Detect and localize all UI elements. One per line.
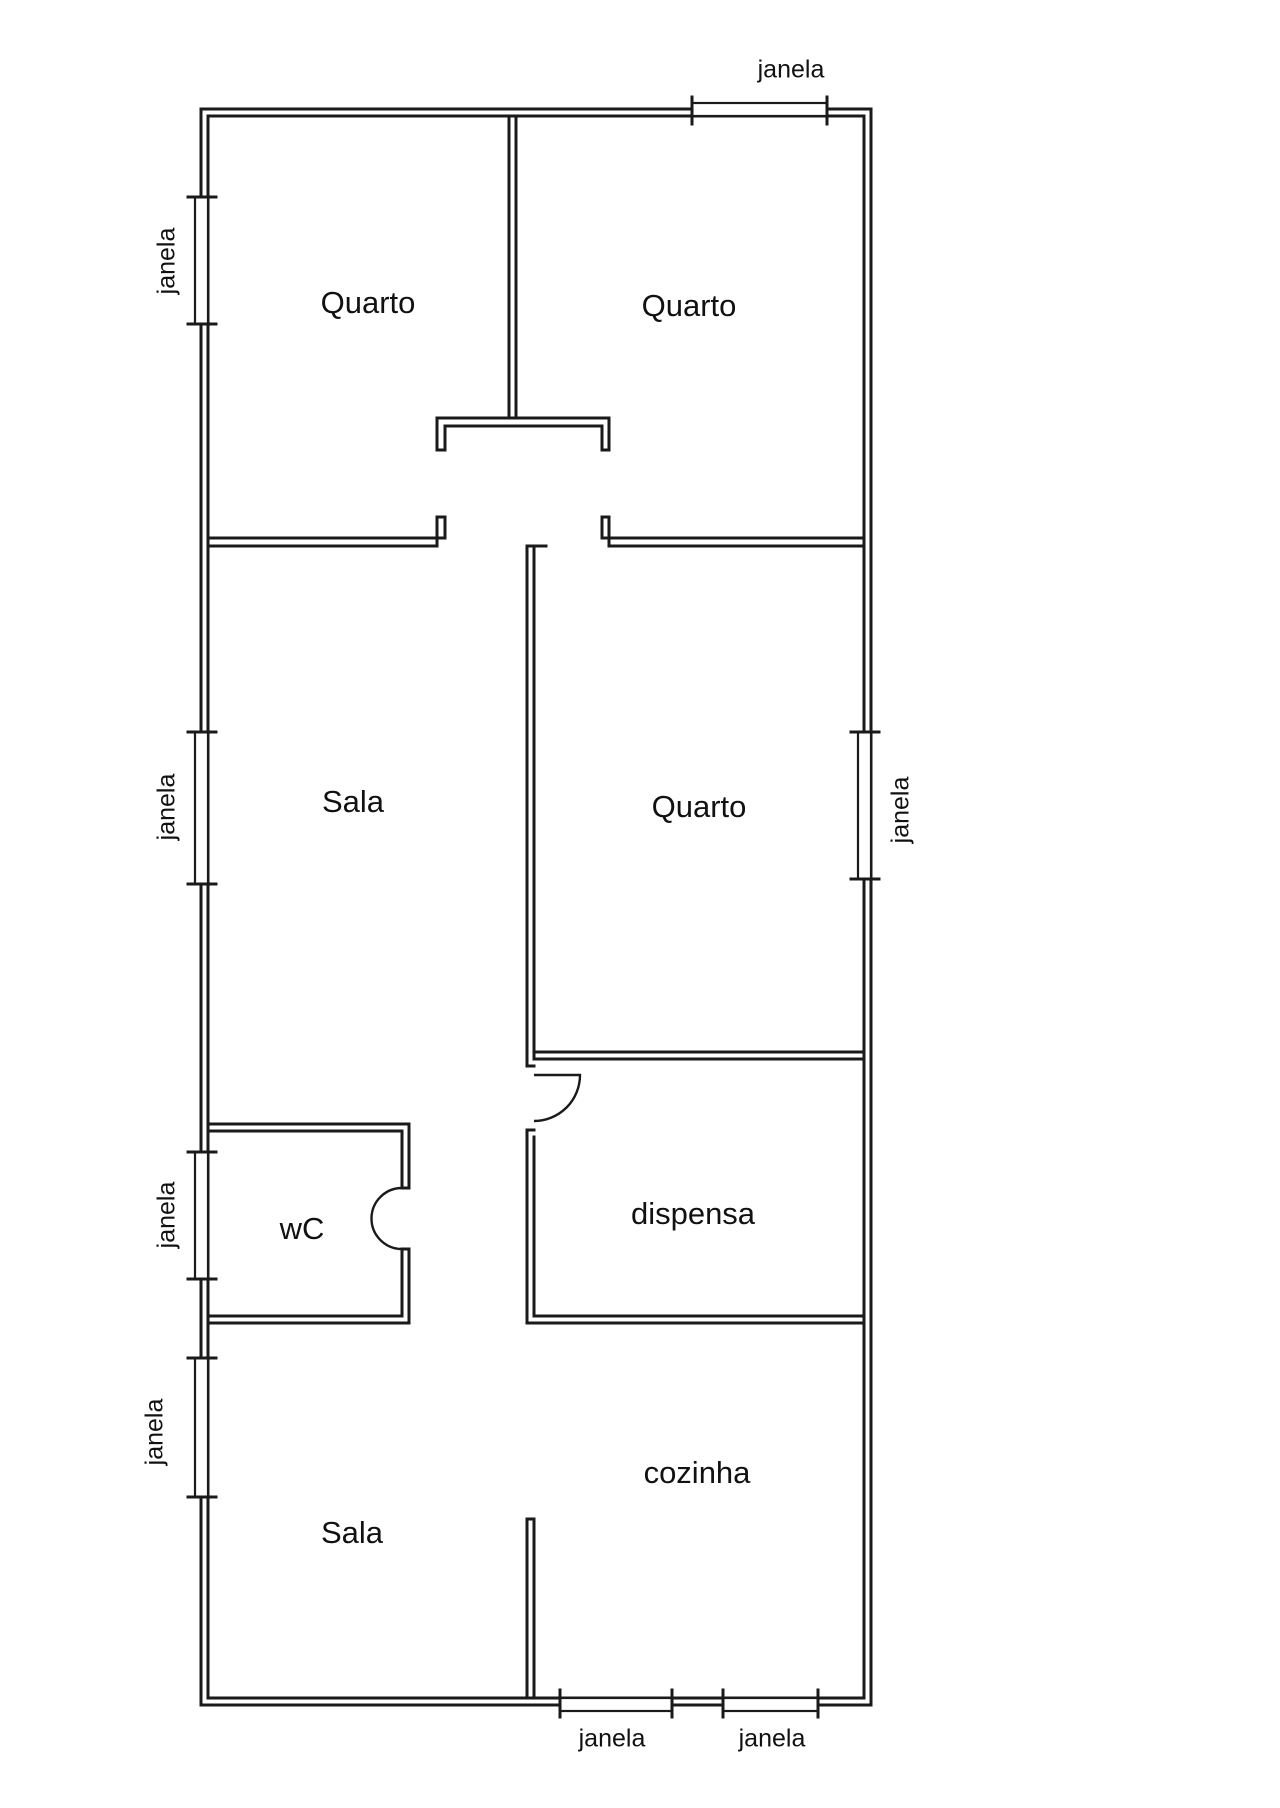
window-top [690,95,829,126]
window-label-left-1: janela [153,228,181,296]
dispensa-door-arc [533,1073,582,1123]
window-label-left-4: janela [141,1399,169,1467]
room-label-quarto-top-right: Quarto [642,288,737,323]
window-label-left-2: janela [153,774,181,842]
window-bottom-2 [721,1688,820,1719]
window-label-left-3: janela [153,1182,181,1250]
room-label-quarto-middle: Quarto [652,789,747,824]
interior-walls [206,114,866,1700]
window-label-bottom-1: janela [578,1725,646,1753]
room-label-sala-bottom: Sala [321,1515,384,1550]
window-label-top: janela [757,56,825,84]
wc-door-arc [370,1186,403,1251]
window-left-3 [186,1150,218,1281]
window-left-4 [186,1356,218,1499]
window-label-right-1: janela [887,777,915,845]
room-label-sala-middle: Sala [322,784,385,819]
room-label-cozinha: cozinha [644,1455,752,1490]
window-right-1 [849,730,881,881]
window-left-2 [186,730,218,886]
room-label-quarto-top-left: Quarto [321,285,416,320]
doors [370,1073,582,1251]
window-bottom-1 [558,1688,674,1719]
window-left-1 [186,195,218,326]
room-label-wc: wC [279,1211,325,1246]
room-label-dispensa: dispensa [631,1196,756,1231]
window-label-bottom-2: janela [738,1725,806,1753]
outer-walls [199,107,873,1707]
